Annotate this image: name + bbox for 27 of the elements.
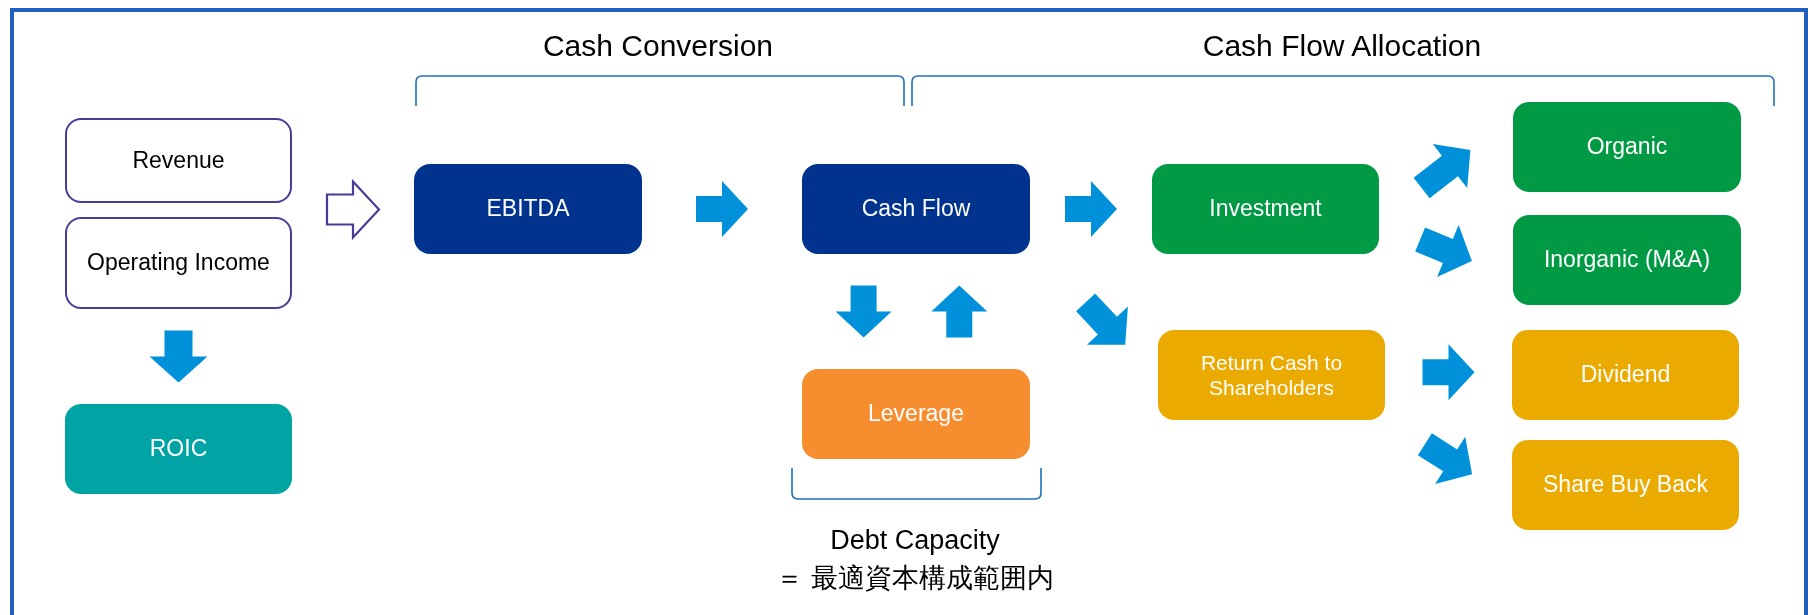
- process-box: Investment: [1152, 164, 1379, 254]
- process-box: Leverage: [802, 369, 1030, 459]
- process-box: EBITDA: [414, 164, 642, 254]
- block-arrow: [1422, 344, 1475, 401]
- process-box: Dividend: [1512, 330, 1739, 420]
- section-heading: Cash Conversion: [542, 29, 774, 63]
- block-arrow: [1065, 181, 1117, 237]
- block-arrow: [1415, 225, 1472, 277]
- process-box: Cash Flow: [802, 164, 1030, 254]
- caption-text: ＝ 最適資本構成範囲内: [776, 562, 1054, 595]
- process-box: Return Cash to Shareholders: [1158, 330, 1385, 420]
- block-arrow: [835, 285, 892, 338]
- process-box: Organic: [1513, 102, 1741, 192]
- block-arrow: [696, 181, 748, 237]
- section-heading: Cash Flow Allocation: [1202, 29, 1482, 63]
- process-box: Inorganic (M&A): [1513, 215, 1741, 305]
- outlined-box: Operating Income: [65, 217, 292, 309]
- block-arrow: [1413, 143, 1471, 199]
- block-arrow: [931, 285, 988, 338]
- block-arrow: [325, 178, 381, 241]
- process-box: Share Buy Back: [1512, 440, 1739, 530]
- process-box: ROIC: [65, 404, 292, 494]
- outlined-box: Revenue: [65, 118, 292, 203]
- block-arrow: [1417, 433, 1473, 484]
- block-arrow: [149, 330, 208, 383]
- caption-text: Debt Capacity: [830, 524, 1000, 556]
- block-arrow: [1076, 293, 1128, 345]
